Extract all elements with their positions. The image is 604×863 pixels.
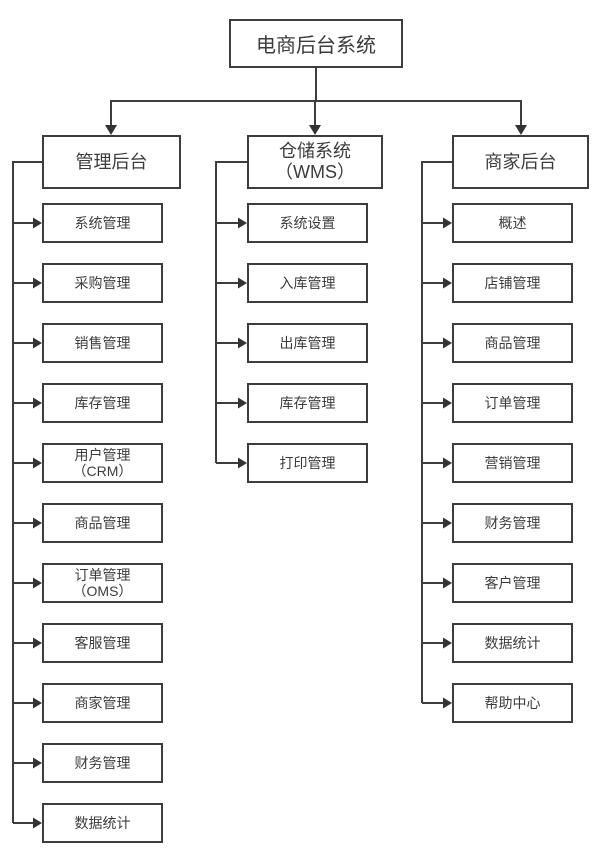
left-arrowheads: [33, 217, 42, 829]
tree-node: 概述: [452, 203, 573, 243]
tree-node: 入库管理: [247, 263, 368, 303]
tree-node: 采购管理: [42, 263, 163, 303]
tree-node: 商家管理: [42, 683, 163, 723]
right-arrowheads: [443, 217, 452, 709]
tree-node: 库存管理: [247, 383, 368, 423]
tree-node: 店铺管理: [452, 263, 573, 303]
wms-children: 系统设置 入库管理 出库管理 库存管理 打印管理: [247, 203, 368, 503]
tree-node: 商品管理: [42, 503, 163, 543]
middle-arrowheads: [238, 217, 247, 469]
down-arrowhead: [105, 125, 527, 135]
branch-node-admin-backend: 管理后台: [42, 135, 181, 189]
tree-node: 用户管理 （CRM）: [42, 443, 163, 483]
tree-node: 系统设置: [247, 203, 368, 243]
middle-trunk-line: [215, 161, 247, 464]
tree-node: 销售管理: [42, 323, 163, 363]
left-trunk-line: [12, 161, 42, 824]
tree-node: 帮助中心: [452, 683, 573, 723]
tree-node: 商品管理: [452, 323, 573, 363]
tree-node: 订单管理: [452, 383, 573, 423]
admin-backend-children: 系统管理 采购管理 销售管理 库存管理 用户管理 （CRM） 商品管理 订单管理…: [42, 203, 163, 863]
top-connector-line: [110, 68, 522, 127]
tree-node: 财务管理: [42, 743, 163, 783]
tree-node: 营销管理: [452, 443, 573, 483]
tree-node: 系统管理: [42, 203, 163, 243]
tree-node: 出库管理: [247, 323, 368, 363]
tree-node: 客户管理: [452, 563, 573, 603]
tree-node: 订单管理 （OMS）: [42, 563, 163, 603]
tree-node: 库存管理: [42, 383, 163, 423]
branch-node-wms: 仓储系统 （WMS）: [247, 135, 383, 189]
tree-node: 数据统计: [452, 623, 573, 663]
tree-node: 数据统计: [42, 803, 163, 843]
branch-node-merchant-backend: 商家后台: [452, 135, 589, 189]
tree-node: 财务管理: [452, 503, 573, 543]
merchant-backend-children: 概述 店铺管理 商品管理 订单管理 营销管理 财务管理 客户管理 数据统计 帮助…: [452, 203, 573, 743]
tree-node: 客服管理: [42, 623, 163, 663]
right-trunk-line: [421, 161, 452, 704]
root-node: 电商后台系统: [229, 19, 403, 68]
tree-node: 打印管理: [247, 443, 368, 483]
